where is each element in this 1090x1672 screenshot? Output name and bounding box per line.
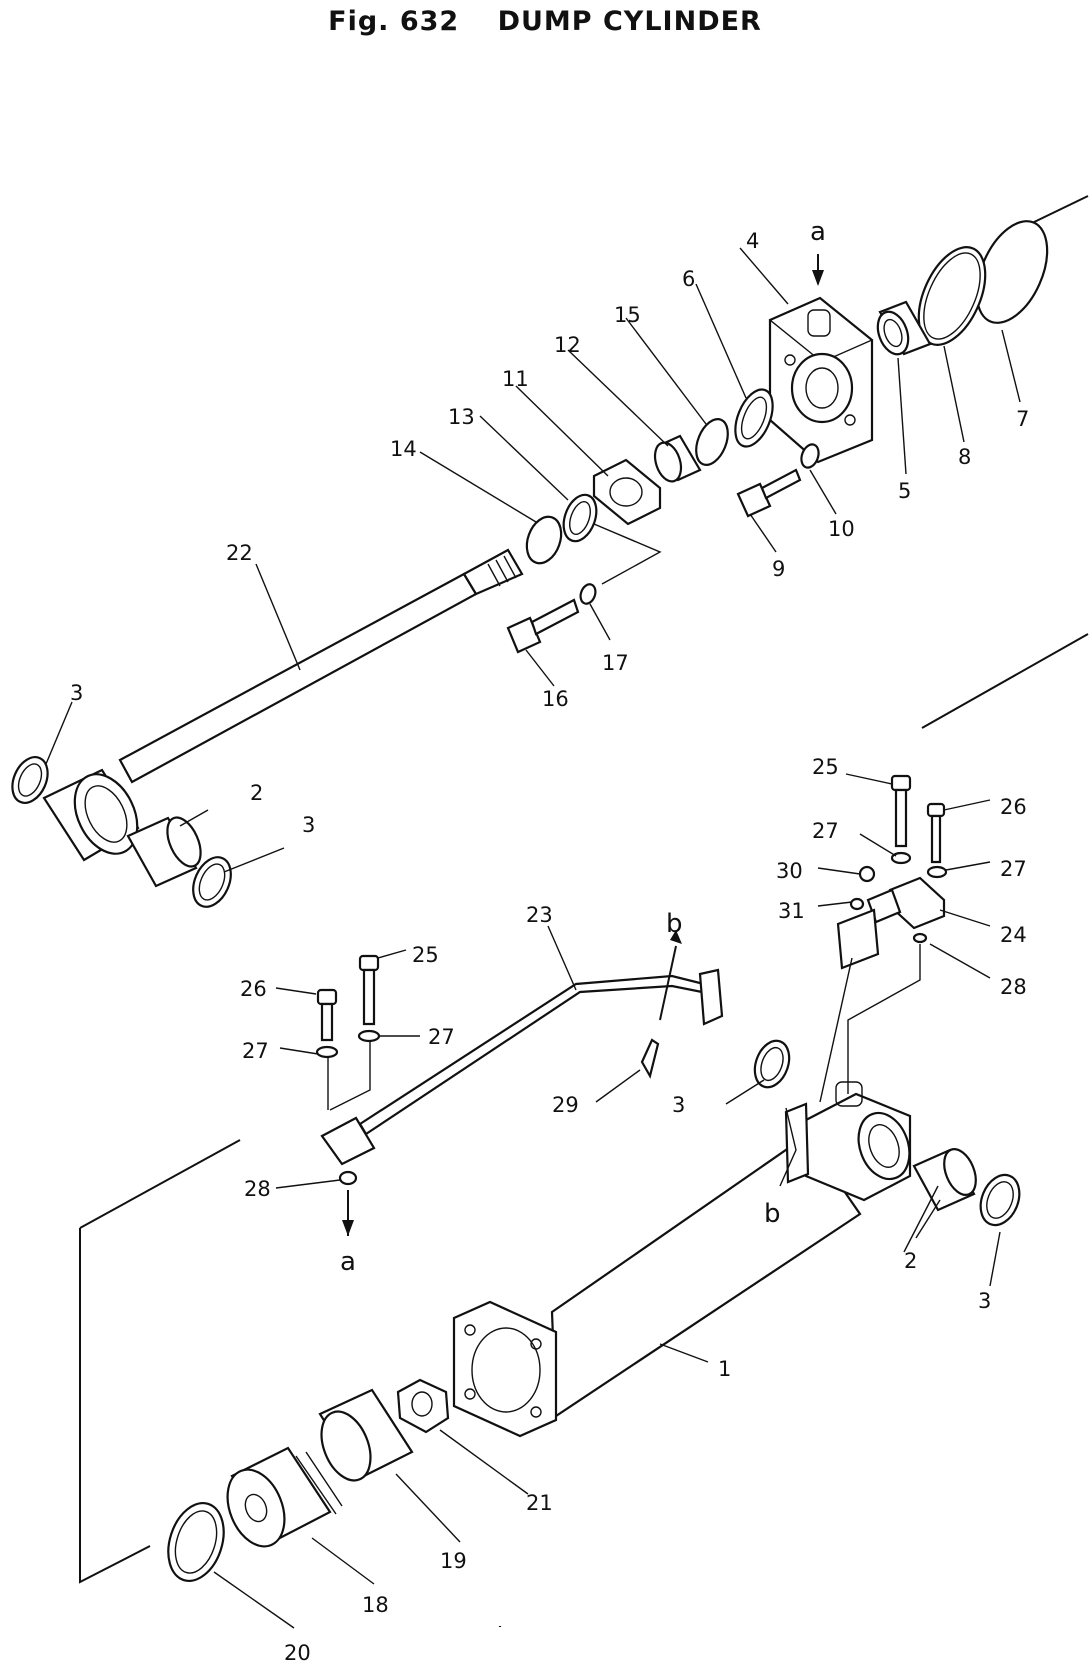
callout-28: 28 [244, 1177, 271, 1201]
callout-24: 24 [1000, 923, 1027, 947]
cylinder-tube-part [452, 1081, 912, 1627]
callout-7: 7 [1016, 407, 1029, 431]
cylinder-bushing-part [912, 1148, 977, 1212]
callout-27: 27 [428, 1025, 455, 1049]
piston-ring-part [167, 1502, 225, 1582]
callout-20: 20 [284, 1641, 311, 1665]
retainer-bolt-part [506, 598, 580, 654]
callout-26: 26 [240, 977, 267, 1001]
pipe-part [320, 968, 724, 1166]
callout-27: 27 [242, 1039, 269, 1063]
grouping-lines [79, 195, 1089, 1584]
reference-b-pipe: b [666, 909, 683, 939]
piston-rod-part [42, 548, 524, 862]
rod-end-ring-lower-part [192, 856, 232, 908]
reference-labels: a a b b [340, 217, 826, 1277]
callout-28: 28 [1000, 975, 1027, 999]
callout-27: 27 [812, 819, 839, 843]
head-washer-part [800, 443, 820, 469]
cylinder-ring-lower-part [979, 1173, 1021, 1227]
dust-seal-part [562, 493, 598, 543]
piston-part [226, 1446, 343, 1548]
callout-9: 9 [772, 557, 785, 581]
callout-6: 6 [682, 267, 695, 291]
callout-1: 1 [718, 1357, 731, 1381]
callout-12: 12 [554, 333, 581, 357]
reference-b-cylinder: b [764, 1199, 781, 1229]
callout-17: 17 [602, 651, 629, 675]
callout-18: 18 [362, 1593, 389, 1617]
bushing-part [876, 300, 932, 356]
callout-29: 29 [552, 1093, 579, 1117]
callout-30: 30 [776, 859, 803, 883]
rod-bushing-part [653, 434, 702, 483]
cylinder-ring-upper-part [753, 1039, 791, 1089]
callout-27: 27 [1000, 857, 1027, 881]
callout-8: 8 [958, 445, 971, 469]
figure-name: DUMP CYLINDER [497, 6, 762, 37]
nut-part [396, 1378, 450, 1434]
callout-3: 3 [672, 1093, 685, 1117]
callout-15: 15 [614, 303, 641, 327]
wear-ring-part [318, 1388, 414, 1482]
reference-a-bottom: a [340, 1247, 356, 1277]
figure-title: Fig. 632 DUMP CYLINDER [0, 6, 1090, 37]
callout-11: 11 [502, 367, 529, 391]
callout-19: 19 [440, 1549, 467, 1573]
callout-13: 13 [448, 405, 475, 429]
callout-21: 21 [526, 1491, 553, 1515]
reference-a-top: a [810, 217, 826, 247]
callout-3: 3 [978, 1289, 991, 1313]
snap-ring-part [695, 418, 729, 466]
callout-16: 16 [542, 687, 569, 711]
upper-bolt-set-part [849, 774, 948, 911]
callout-3: 3 [302, 813, 315, 837]
reference-arrows [342, 254, 824, 1236]
ring-part [525, 515, 563, 565]
callout-10: 10 [828, 517, 855, 541]
flange-block-part [836, 876, 946, 970]
callout-25: 25 [412, 943, 439, 967]
o-ring-large-part [975, 220, 1049, 324]
rod-end-ring-upper-part [11, 756, 49, 804]
callout-31: 31 [778, 899, 805, 923]
u-packing-part [734, 388, 774, 448]
callout-23: 23 [526, 903, 553, 927]
clip-part [640, 1038, 660, 1079]
callout-2: 2 [250, 781, 263, 805]
retainer-washer-part [579, 583, 597, 605]
callout-4: 4 [746, 229, 759, 253]
callout-2: 2 [904, 1249, 917, 1273]
callout-5: 5 [898, 479, 911, 503]
retainer-part [592, 458, 662, 526]
lower-bolt-set-part [315, 954, 381, 1186]
leader-lines [45, 247, 1021, 1629]
callout-14: 14 [390, 437, 417, 461]
callout-26: 26 [1000, 795, 1027, 819]
cylinder-head-part [768, 296, 874, 464]
rod-end-bushing-part [126, 816, 202, 888]
head-bolt-part [736, 468, 802, 518]
callout-25: 25 [812, 755, 839, 779]
callout-3: 3 [70, 681, 83, 705]
callout-22: 22 [226, 541, 253, 565]
callout-labels: 1 2 2 3 3 3 3 4 5 6 7 8 9 10 11 12 13 14… [70, 229, 1029, 1665]
figure-number: Fig. 632 [328, 6, 460, 37]
